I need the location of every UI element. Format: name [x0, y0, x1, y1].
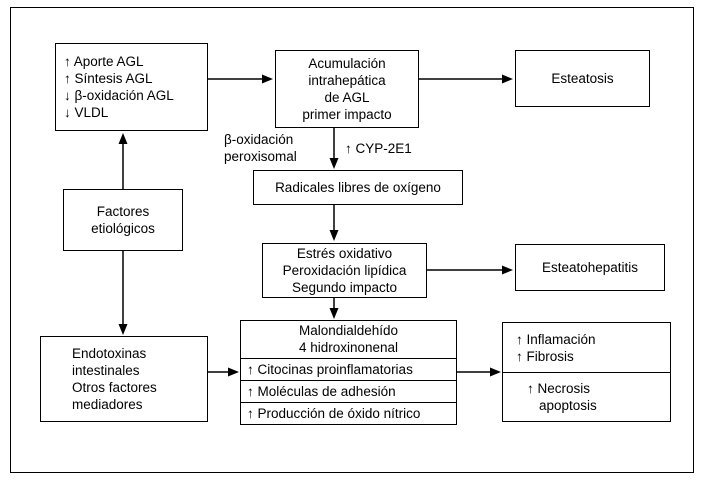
- box-line: intrahepática: [308, 73, 386, 88]
- box-line: etiológicos: [91, 221, 155, 236]
- diagram-border: [10, 7, 694, 473]
- mediadores-header: Malondialdehído 4 hidroxinonenal: [241, 321, 456, 359]
- arrow-mediadores-to-efectos: [457, 367, 501, 377]
- arrow-acumulacion-to-radicales: [329, 128, 339, 169]
- box-line: ↓ VLDL: [64, 105, 109, 120]
- efectos-necrosis-apoptosis: ↑ Necrosis apoptosis: [503, 373, 670, 421]
- box-line: intestinales: [72, 363, 140, 378]
- box-endotoxinas: Endotoxinas intestinales Otros factores …: [40, 336, 208, 422]
- box-line: ↑ Necrosis: [527, 381, 591, 396]
- arrow-acumulacion-to-esteatosis: [419, 74, 513, 84]
- box-line: Otros factores: [72, 380, 157, 395]
- mediadores-row-moleculas: ↑ Moléculas de adhesión: [241, 381, 456, 403]
- box-line: ↑ Producción de óxido nítrico: [247, 406, 421, 421]
- box-estres-oxidativo: Estrés oxidativo Peroxidación lipídica S…: [262, 243, 427, 298]
- box-esteatohepatitis: Esteatohepatitis: [515, 244, 665, 291]
- box-line: Acumulación: [308, 56, 386, 71]
- box-line: de AGL: [324, 90, 370, 105]
- arrow-estres-to-esteatohepatitis: [427, 265, 513, 275]
- box-line: ↑ Síntesis AGL: [64, 71, 153, 86]
- arrow-estres-to-mediadores: [329, 298, 339, 319]
- box-line: Esteatohepatitis: [541, 260, 639, 275]
- box-line: Malondialdehído: [298, 323, 399, 338]
- label-line: peroxisomal: [224, 149, 297, 164]
- box-line: Factores: [96, 204, 150, 219]
- arrow-factores-to-endotoxinas: [118, 251, 128, 335]
- box-line: apoptosis: [539, 398, 597, 413]
- arrow-radicales-to-estres: [329, 205, 339, 241]
- arrow-endotoxinas-to-mediadores: [208, 367, 239, 377]
- box-line: ↑ Fibrosis: [516, 348, 574, 364]
- box-radicales-libres: Radicales libres de oxígeno: [253, 170, 463, 205]
- arrow-agl-to-acumulacion: [208, 74, 273, 84]
- box-agl-alterations: ↑ Aporte AGL ↑ Síntesis AGL ↓ β-oxidació…: [55, 43, 208, 131]
- box-line: ↓ β-oxidación AGL: [64, 88, 174, 103]
- box-line: Peroxidación lipídica: [282, 263, 407, 278]
- box-line: primer impacto: [302, 107, 392, 122]
- label-line: β-oxidación: [224, 132, 294, 147]
- box-factores-etiologicos: Factores etiológicos: [63, 189, 183, 251]
- label-line: ↑ CYP-2E1: [345, 141, 412, 156]
- box-esteatosis: Esteatosis: [515, 50, 650, 107]
- box-line: ↑ Citocinas proinflamatorias: [247, 362, 413, 377]
- mediadores-row-oxido-nitrico: ↑ Producción de óxido nítrico: [241, 403, 456, 424]
- box-line: Segundo impacto: [291, 280, 398, 295]
- box-line: 4 hidroxinonenal: [298, 339, 399, 355]
- box-line: Esteatosis: [551, 71, 614, 86]
- box-mediadores: Malondialdehído 4 hidroxinonenal ↑ Citoc…: [240, 320, 457, 425]
- box-line: Endotoxinas: [72, 346, 147, 361]
- efectos-inflamacion-fibrosis: ↑ Inflamación ↑ Fibrosis: [503, 323, 670, 373]
- box-line: ↑ Aporte AGL: [64, 54, 144, 69]
- mediadores-row-citocinas: ↑ Citocinas proinflamatorias: [241, 359, 456, 381]
- box-line: mediadores: [72, 397, 143, 412]
- arrow-factores-to-agl: [118, 133, 128, 189]
- label-cyp2e1: ↑ CYP-2E1: [345, 140, 412, 157]
- box-line: Estrés oxidativo: [296, 246, 393, 261]
- box-efectos: ↑ Inflamación ↑ Fibrosis ↑ Necrosis apop…: [502, 322, 671, 422]
- box-line: Radicales libres de oxígeno: [275, 180, 441, 195]
- label-beta-oxidacion: β-oxidación peroxisomal: [224, 131, 297, 165]
- box-line: ↑ Moléculas de adhesión: [247, 384, 396, 399]
- box-acumulacion-intrahepatica: Acumulación intrahepática de AGL primer …: [275, 50, 419, 128]
- box-line: ↑ Inflamación: [516, 331, 596, 347]
